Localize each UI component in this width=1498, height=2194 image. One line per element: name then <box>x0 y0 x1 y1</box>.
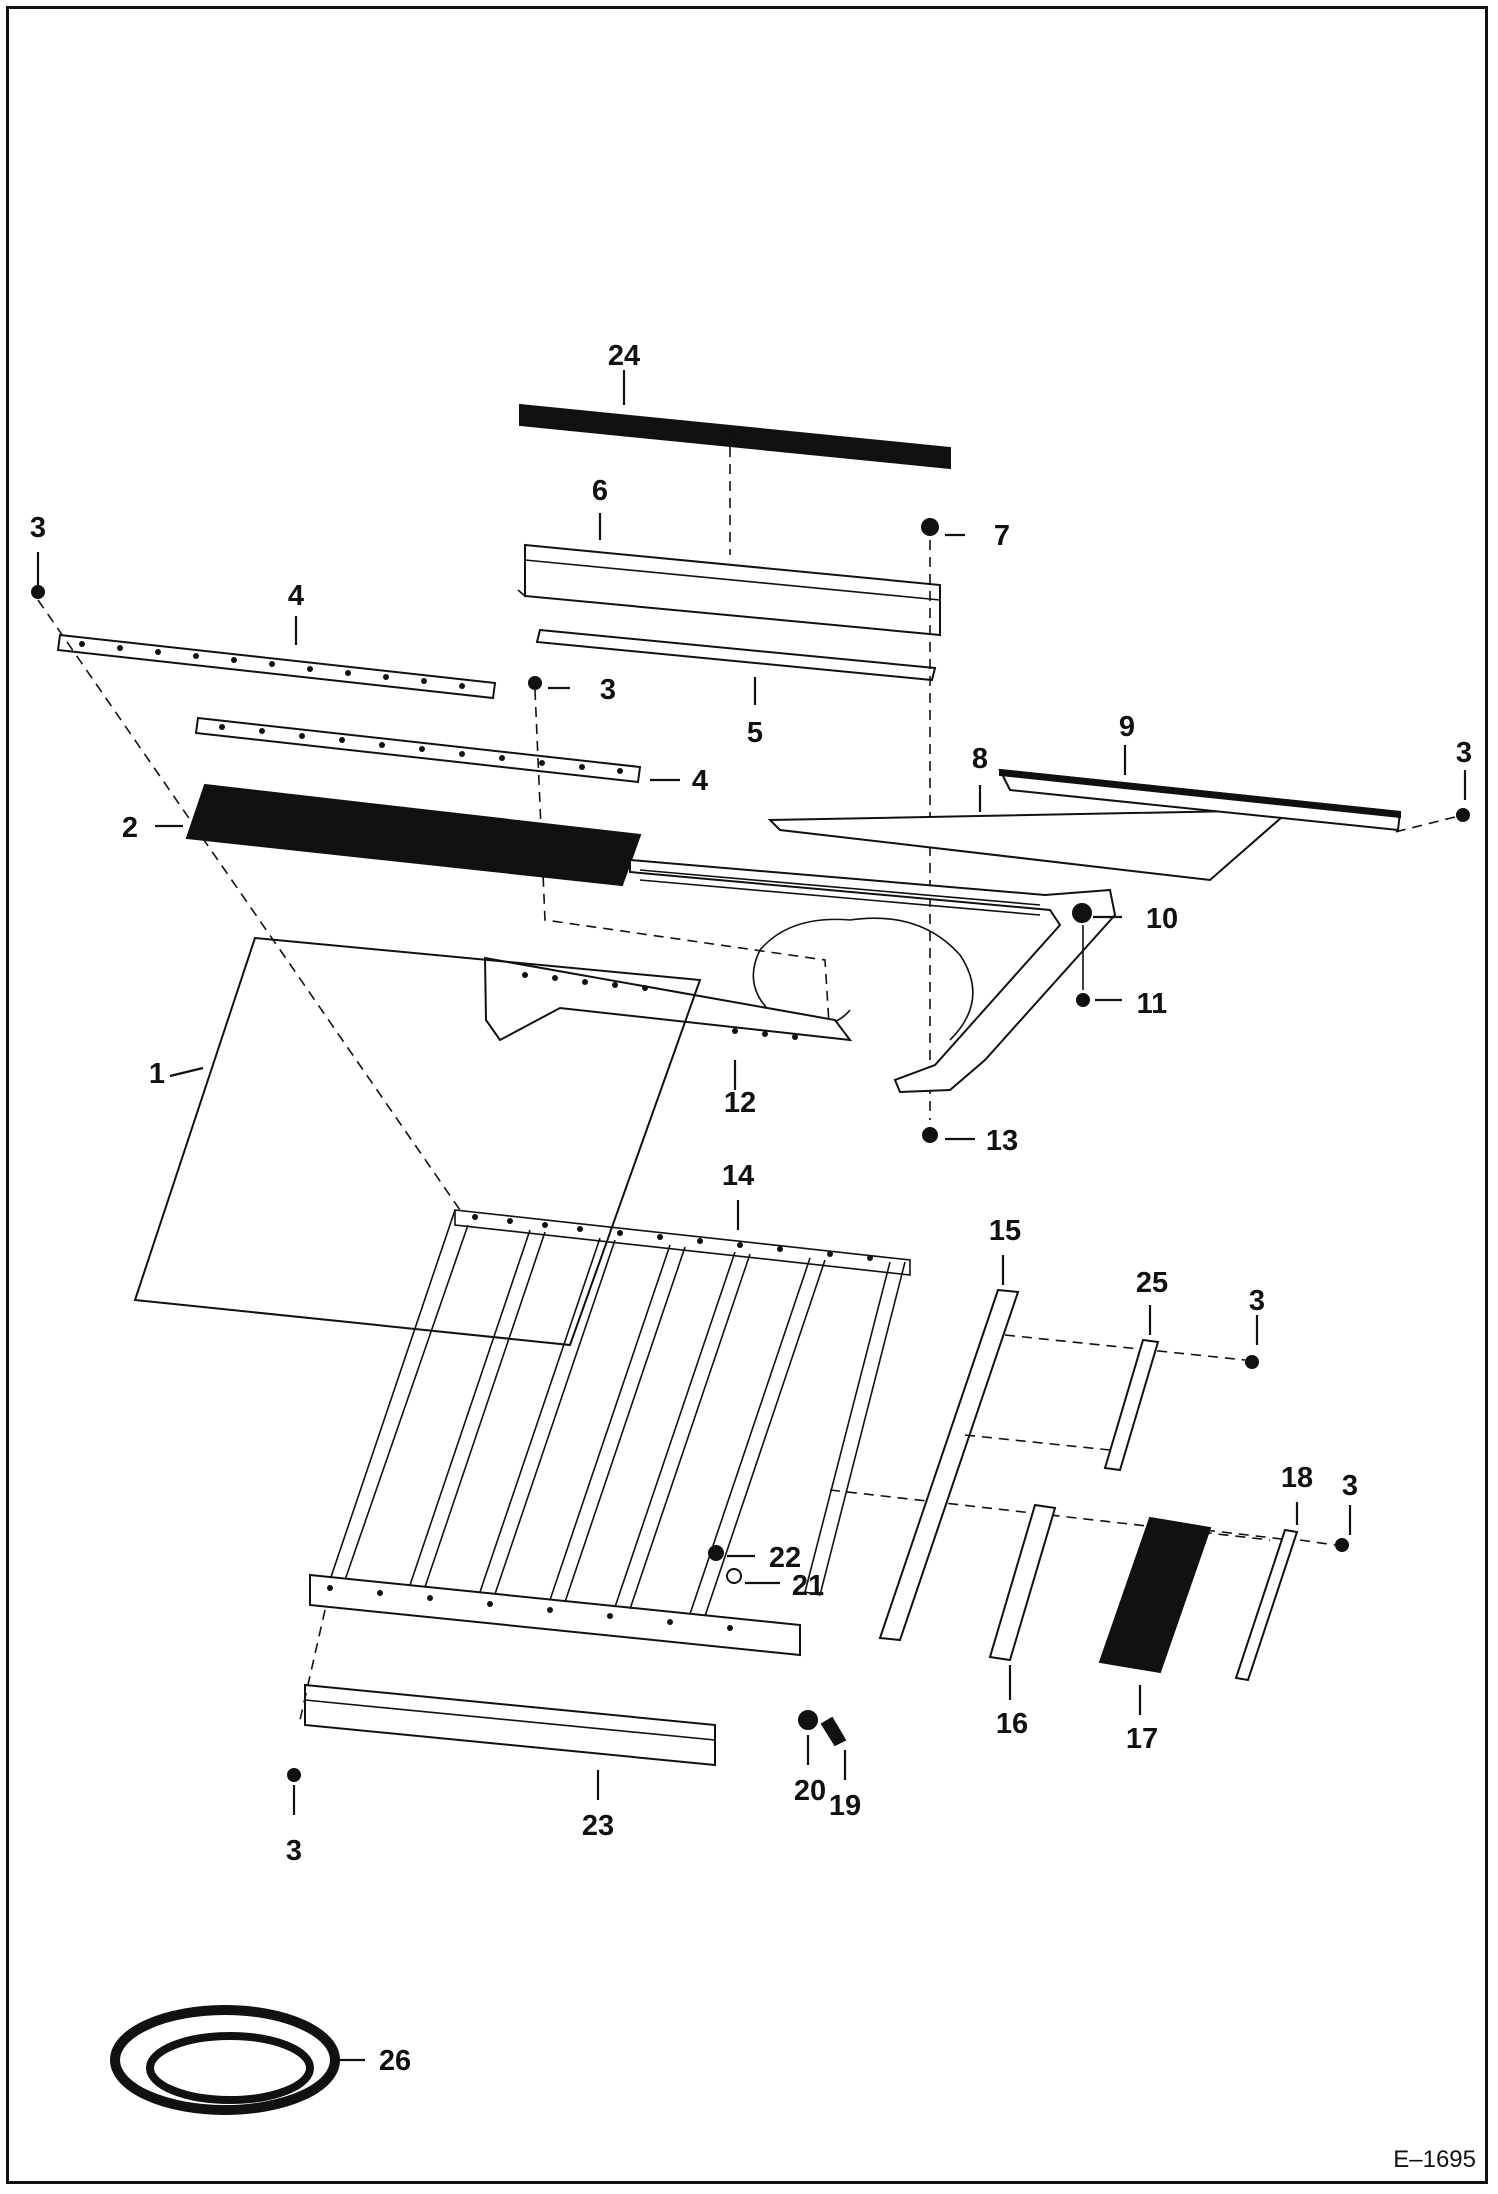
callout-3c: 3 <box>1456 737 1472 769</box>
callout-2: 2 <box>122 812 138 844</box>
callout-3f: 3 <box>286 1835 302 1867</box>
callout-18: 18 <box>1281 1462 1313 1494</box>
part-21-washer <box>726 1568 742 1584</box>
callout-24: 24 <box>608 340 640 372</box>
callout-14: 14 <box>722 1160 754 1192</box>
part-3-bolt-18 <box>1335 1538 1349 1552</box>
part-20-bushing <box>798 1710 818 1730</box>
callout-21: 21 <box>792 1570 824 1602</box>
part-3-bolt-top-left <box>31 585 45 599</box>
leader-lines <box>36 370 1467 2062</box>
part-23-angle <box>304 1683 716 1767</box>
part-13-bolt <box>922 1127 938 1143</box>
callout-6: 6 <box>592 475 608 507</box>
part-19-pin <box>820 1716 847 1747</box>
part-22-nut <box>708 1545 724 1561</box>
part-2-seal <box>185 783 642 887</box>
callout-3a: 3 <box>30 512 46 544</box>
part-24-seal-strip <box>519 403 951 470</box>
part-16-channel <box>988 1503 1057 1662</box>
callout-1: 1 <box>149 1058 165 1090</box>
part-3-bolt-right <box>1456 808 1470 822</box>
part-12-bracket <box>483 956 853 1042</box>
figure-code: E–1695 <box>1393 2146 1476 2173</box>
part-3-bolt-bottom <box>287 1768 301 1782</box>
callout-9: 9 <box>1119 711 1135 743</box>
callout-12: 12 <box>724 1087 756 1119</box>
part-9-angle <box>998 768 1402 832</box>
callout-8: 8 <box>972 743 988 775</box>
callout-3e: 3 <box>1342 1470 1358 1502</box>
callout-10: 10 <box>1146 903 1178 935</box>
callout-3b: 3 <box>600 674 616 706</box>
callout-22: 22 <box>769 1542 801 1574</box>
part-3-bolt-mid <box>528 676 542 690</box>
callout-7: 7 <box>994 520 1010 552</box>
part-8-plate <box>767 808 1293 882</box>
part-5-strip <box>535 628 937 682</box>
figure-frame <box>6 6 1488 2184</box>
part-18-strip <box>1234 1528 1299 1682</box>
callout-19: 19 <box>829 1790 861 1822</box>
part-4-upper-bar <box>56 633 497 700</box>
callout-3d: 3 <box>1249 1285 1265 1317</box>
callout-26: 26 <box>379 2045 411 2077</box>
part-17-pad <box>1098 1516 1212 1674</box>
callout-16: 16 <box>996 1708 1028 1740</box>
callout-4b: 4 <box>692 765 708 797</box>
callout-23: 23 <box>582 1810 614 1842</box>
callout-15: 15 <box>989 1215 1021 1247</box>
support-frame <box>629 858 1117 1094</box>
part-3-bolt-25 <box>1245 1355 1259 1369</box>
part-11-bolt <box>1076 993 1090 1007</box>
part-25-bracket <box>1103 1338 1160 1472</box>
callout-4a: 4 <box>288 580 304 612</box>
callout-5: 5 <box>747 717 763 749</box>
part-1-panel <box>133 936 702 1347</box>
part-15-side-bar <box>878 1288 1020 1642</box>
part-14-guard-frame <box>309 1209 911 1657</box>
callout-13: 13 <box>986 1125 1018 1157</box>
part-4-lower-bar <box>194 716 642 784</box>
part-26-hose <box>110 2005 340 2115</box>
callout-25: 25 <box>1136 1267 1168 1299</box>
callout-labels: 24 6 7 3 4 3 5 4 2 9 8 3 10 11 12 1 13 1… <box>30 340 1476 2173</box>
callout-17: 17 <box>1126 1723 1158 1755</box>
callout-20: 20 <box>794 1775 826 1807</box>
callout-11: 11 <box>1137 988 1168 1020</box>
part-6-angle <box>517 543 941 637</box>
part-7-nut <box>921 518 939 536</box>
